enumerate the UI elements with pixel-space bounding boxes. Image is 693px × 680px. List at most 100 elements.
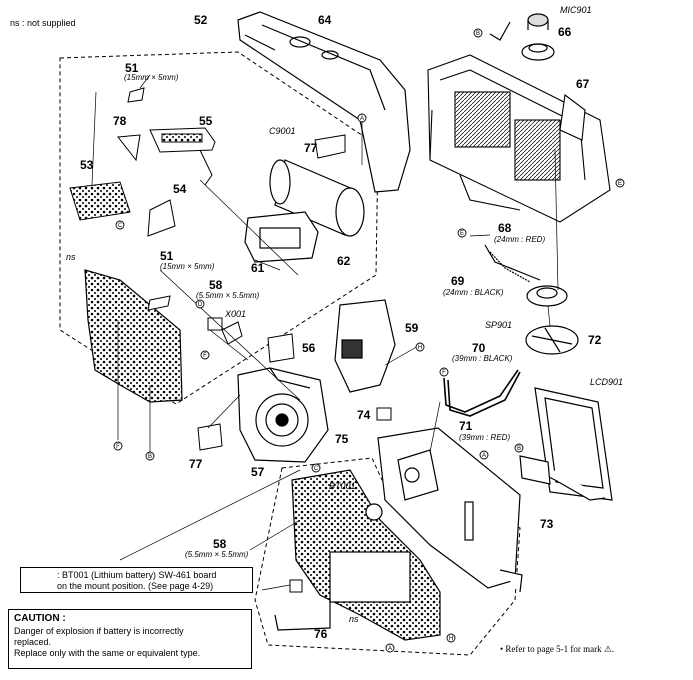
bracket-54 bbox=[147, 199, 176, 237]
label-74: 74 bbox=[357, 408, 371, 422]
label-75: 75 bbox=[335, 432, 349, 446]
svg-text:B: B bbox=[148, 454, 152, 460]
shield-53 bbox=[69, 181, 131, 221]
pad-74 bbox=[376, 407, 392, 421]
svg-text:C: C bbox=[118, 223, 123, 229]
label-51-lower: 51 bbox=[160, 249, 174, 263]
board-75 bbox=[291, 469, 441, 641]
svg-text:F: F bbox=[203, 353, 207, 359]
wires-70-71 bbox=[443, 369, 521, 417]
label-73: 73 bbox=[540, 517, 554, 531]
label-58-lower-size: (5.5mm × 5.5mm) bbox=[185, 550, 249, 559]
label-77-lower: 77 bbox=[189, 457, 203, 471]
lcd-panel-901 bbox=[519, 387, 613, 501]
bracket-55 bbox=[149, 127, 216, 186]
capacitor-c9001 bbox=[269, 159, 365, 237]
svg-text:B: B bbox=[517, 446, 521, 452]
label-67: 67 bbox=[576, 77, 590, 91]
label-69: 69 bbox=[451, 274, 465, 288]
label-68-size: (24mm : RED) bbox=[494, 235, 546, 244]
tape-56 bbox=[267, 333, 295, 363]
pad-58-top bbox=[207, 317, 223, 331]
label-71-size: (39mm : RED) bbox=[459, 433, 511, 442]
label-sp901: SP901 bbox=[485, 320, 513, 330]
label-ns-board: ns bbox=[66, 252, 76, 262]
svg-text:F: F bbox=[442, 370, 446, 376]
label-77-top: 77 bbox=[304, 141, 318, 155]
group-75-boundary bbox=[254, 457, 521, 656]
label-78: 78 bbox=[113, 114, 127, 128]
label-76: 76 bbox=[314, 627, 328, 641]
label-58-top-size: (5.5mm × 5.5mm) bbox=[196, 291, 260, 300]
label-56: 56 bbox=[302, 341, 316, 355]
label-58-top: 58 bbox=[209, 278, 223, 292]
label-71: 71 bbox=[459, 419, 473, 433]
microphone-66 bbox=[489, 13, 555, 61]
group-52-boundary bbox=[59, 51, 379, 405]
speaker-holder-72 bbox=[525, 325, 579, 355]
holder-61 bbox=[244, 211, 319, 263]
top-cabinet-64 bbox=[237, 11, 411, 193]
battery-note-line2: on the mount position. (See page 4-29) bbox=[57, 581, 214, 592]
svg-text:E: E bbox=[460, 231, 464, 237]
label-61: 61 bbox=[251, 261, 265, 275]
svg-text:A: A bbox=[482, 453, 486, 459]
tape-51-lower bbox=[147, 295, 171, 311]
svg-text:B: B bbox=[476, 31, 480, 37]
label-bt001: BT001 bbox=[329, 481, 356, 491]
label-72: 72 bbox=[588, 333, 602, 347]
label-x001: X001 bbox=[225, 309, 247, 319]
label-52: 52 bbox=[194, 13, 208, 27]
caution-line2: replaced. bbox=[14, 636, 52, 647]
label-51-lower-size: (15mm × 5mm) bbox=[160, 262, 215, 271]
pad-58-lower bbox=[289, 579, 303, 593]
caution-line3: Replace only with the same or equivalent… bbox=[14, 648, 201, 658]
not-supplied-note: ns : not supplied bbox=[10, 18, 76, 28]
label-68: 68 bbox=[498, 221, 512, 235]
label-70-size: (39mm : BLACK) bbox=[452, 354, 513, 363]
label-55: 55 bbox=[199, 114, 213, 128]
bracket-76 bbox=[274, 598, 331, 631]
svg-text:D: D bbox=[198, 302, 203, 308]
label-70: 70 bbox=[472, 341, 486, 355]
svg-text:H: H bbox=[418, 345, 422, 351]
tape-77-top bbox=[314, 134, 346, 159]
bracket-59 bbox=[334, 299, 396, 393]
svg-text:E: E bbox=[618, 181, 622, 187]
label-66: 66 bbox=[558, 25, 572, 39]
tape-51-top bbox=[127, 87, 145, 103]
battery-note-box: : BT001 (Lithium battery) SW-461 board o… bbox=[20, 567, 253, 593]
frame-73 bbox=[377, 427, 523, 593]
label-53: 53 bbox=[80, 158, 94, 172]
main-board-left bbox=[84, 269, 183, 403]
svg-text:A: A bbox=[388, 646, 392, 652]
svg-text:F: F bbox=[116, 444, 120, 450]
label-58-lower: 58 bbox=[213, 537, 227, 551]
label-57: 57 bbox=[251, 465, 265, 479]
label-lcd901: LCD901 bbox=[590, 377, 624, 387]
svg-text:A: A bbox=[360, 116, 364, 122]
label-51-top-size: (15mm × 5mm) bbox=[124, 73, 179, 82]
label-69-size: (24mm : BLACK) bbox=[443, 288, 504, 297]
caution-title: CAUTION : bbox=[14, 613, 66, 624]
svg-text:H: H bbox=[449, 636, 453, 642]
main-frame-67 bbox=[427, 54, 611, 223]
crystal-x001 bbox=[221, 321, 243, 345]
caution-line1: Danger of explosion if battery is incorr… bbox=[14, 625, 184, 636]
lens-block-57 bbox=[237, 367, 329, 463]
tape-77-lower bbox=[197, 423, 223, 451]
sheet-78 bbox=[117, 134, 141, 162]
refer-note: • Refer to page 5-1 for mark ⚠. bbox=[500, 644, 615, 654]
battery-note-line1: : BT001 (Lithium battery) SW-461 board bbox=[57, 570, 217, 580]
assembly-lines bbox=[91, 74, 559, 591]
label-mic901: MIC901 bbox=[560, 5, 592, 15]
label-c9001: C9001 bbox=[269, 126, 296, 136]
svg-text:C: C bbox=[314, 466, 319, 472]
label-ns-board-75: ns bbox=[349, 614, 359, 624]
label-59: 59 bbox=[405, 321, 419, 335]
mount-markers: A B C D E E F F B H F A B C A H bbox=[113, 28, 625, 653]
label-64: 64 bbox=[318, 13, 332, 27]
label-51-top: 51 bbox=[125, 61, 139, 75]
